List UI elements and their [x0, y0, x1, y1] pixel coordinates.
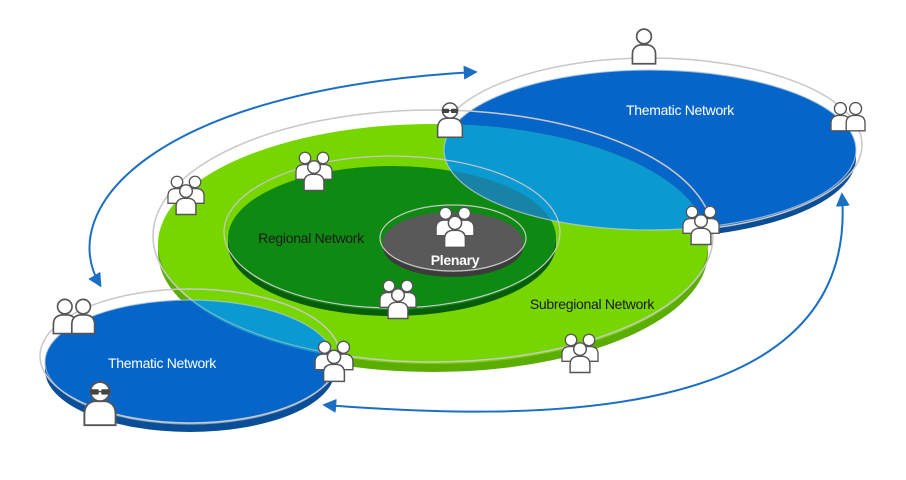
- person-group-icon: [53, 299, 94, 333]
- thematic-network-bottom-label: Thematic Network: [108, 355, 217, 371]
- thematic-network-top-label: Thematic Network: [626, 102, 735, 118]
- arrow-bottom-right: [322, 192, 850, 413]
- overlap-thematic-subregional: [444, 124, 708, 230]
- person-group-icon: [831, 103, 865, 131]
- regional-network-label: Regional Network: [258, 230, 365, 246]
- arrow-top-left: [88, 65, 478, 288]
- person-icon: [631, 28, 657, 65]
- plenary-label: Plenary: [431, 252, 480, 268]
- subregional-network-label: Subregional Network: [530, 296, 656, 312]
